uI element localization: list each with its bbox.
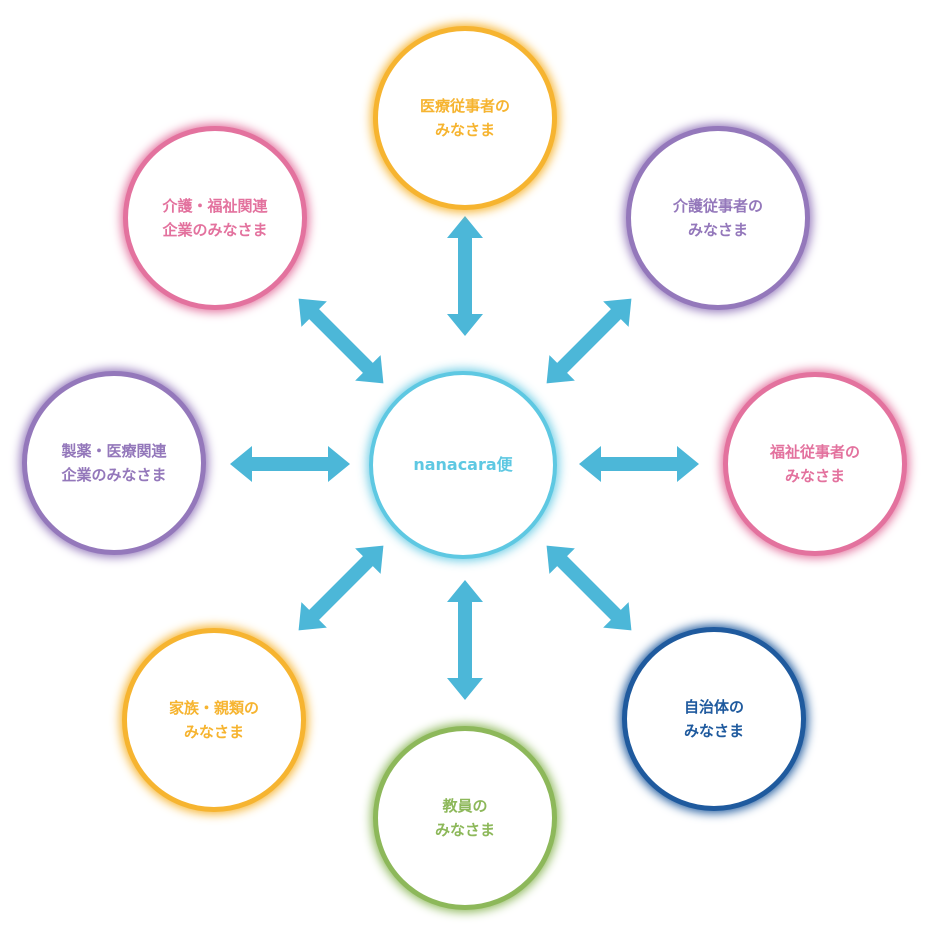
node-care-company: 介護・福祉関連 企業のみなさま <box>123 126 307 310</box>
node-teacher-label: 教員の みなさま <box>434 797 495 839</box>
node-care-worker: 介護従事者の みなさま <box>626 126 810 310</box>
center-node: nanacara便 <box>369 371 557 559</box>
node-family-label: 家族・親類の みなさま <box>168 699 259 741</box>
node-welfare-worker: 福祉従事者の みなさま <box>723 372 907 556</box>
node-teacher: 教員の みなさま <box>373 726 557 910</box>
arrow-care-company <box>284 284 397 397</box>
node-municipality: 自治体の みなさま <box>622 627 806 811</box>
node-medical-label: 医療従事者の みなさま <box>419 97 510 139</box>
arrow-pharma <box>230 444 350 484</box>
arrow-medical <box>445 216 485 336</box>
node-pharma: 製薬・医療関連 企業のみなさま <box>22 371 206 555</box>
node-welfare-worker-label: 福祉従事者の みなさま <box>769 443 860 485</box>
arrow-family <box>284 531 397 644</box>
arrow-care-worker <box>532 284 645 397</box>
node-medical: 医療従事者の みなさま <box>373 26 557 210</box>
arrow-welfare-worker <box>579 444 699 484</box>
node-family: 家族・親類の みなさま <box>122 628 306 812</box>
arrow-municipality <box>532 531 645 644</box>
node-care-company-label: 介護・福祉関連 企業のみなさま <box>162 197 268 239</box>
node-pharma-label: 製薬・医療関連 企業のみなさま <box>61 442 167 484</box>
node-care-worker-label: 介護従事者の みなさま <box>672 197 763 239</box>
arrow-teacher <box>445 580 485 700</box>
center-label: nanacara便 <box>413 455 513 474</box>
node-municipality-label: 自治体の みなさま <box>683 698 744 740</box>
